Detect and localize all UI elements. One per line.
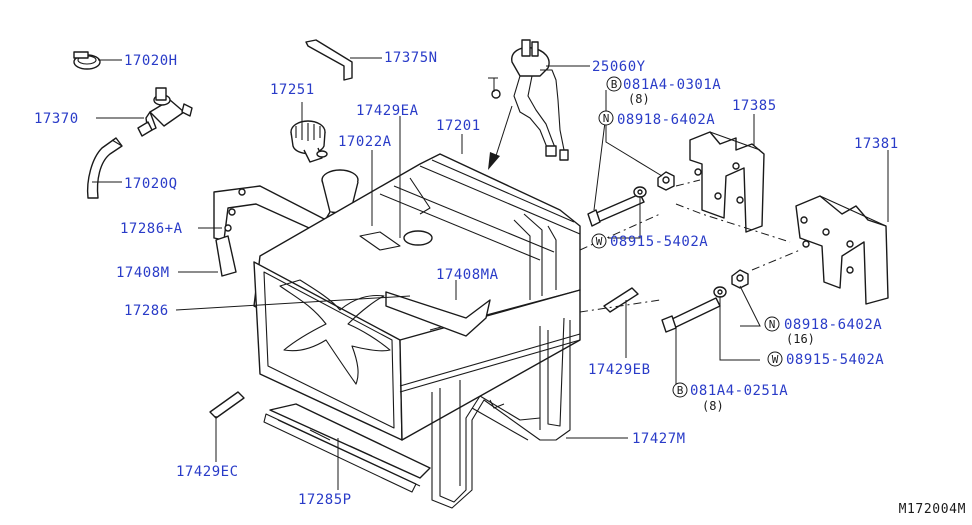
fuel-sender-unit-part	[488, 39, 569, 161]
insulator-17408ma-part	[385, 291, 491, 337]
label-17020h: 17020H	[124, 53, 178, 69]
svg-text:N: N	[769, 318, 776, 331]
washer-prefix-symbol: W	[591, 233, 607, 249]
svg-text:W: W	[772, 353, 779, 366]
label-17251: 17251	[270, 82, 315, 98]
label-17385: 17385	[732, 98, 777, 114]
fuel-tank-part	[253, 153, 581, 441]
alignment-lines	[579, 179, 801, 313]
label-17408ma: 17408MA	[436, 267, 499, 283]
pin-17429ec-part	[209, 391, 245, 419]
hose-clamp-part	[73, 51, 101, 70]
tank-strap-part	[431, 317, 571, 509]
label-25060y: 25060Y	[592, 59, 646, 75]
lower-bolt-part	[661, 269, 749, 333]
qty-8-upper: (8)	[628, 92, 650, 106]
pin-17429eb-part	[603, 287, 639, 313]
insulator-17408m-part	[215, 235, 237, 277]
label-17201: 17201	[436, 118, 481, 134]
label-08915-5402a: 08915-5402A	[610, 234, 708, 250]
washer-prefix-symbol-2: W	[767, 351, 783, 367]
mount-bracket-17385-part	[689, 131, 765, 233]
leader-lines	[92, 57, 889, 490]
label-17381: 17381	[854, 136, 899, 152]
svg-text:N: N	[603, 112, 610, 125]
label-17429ec: 17429EC	[176, 464, 239, 480]
label-08915-5402a-lower: 08915-5402A	[786, 352, 884, 368]
side-bracket-part	[213, 185, 331, 241]
small-bracket-part	[305, 39, 353, 81]
label-17286: 17286	[124, 303, 169, 319]
nut-prefix-symbol: N	[598, 110, 614, 126]
label-081a4-0251a: 081A4-0251A	[690, 383, 788, 399]
mount-bracket-17381-part	[795, 195, 889, 305]
label-17429ea: 17429EA	[356, 103, 419, 119]
label-17375n: 17375N	[384, 50, 438, 66]
svg-text:W: W	[596, 235, 603, 248]
bolt-prefix-symbol-2: B	[672, 382, 688, 398]
svg-text:B: B	[677, 384, 684, 397]
label-081a4-0301a: 081A4-0301A	[623, 77, 721, 93]
label-17427m: 17427M	[632, 431, 686, 447]
bolt-prefix-symbol: B	[606, 76, 622, 92]
bottom-protector-part	[263, 403, 431, 493]
label-17022a: 17022A	[338, 134, 392, 150]
label-08918-6402a: 08918-6402A	[617, 112, 715, 128]
filler-cap-part	[290, 120, 328, 163]
label-17429eb: 17429EB	[588, 362, 651, 378]
svg-text:B: B	[611, 78, 618, 91]
label-17408m: 17408M	[116, 265, 170, 281]
label-17370: 17370	[34, 111, 79, 127]
label-08918-6402a-lower: 08918-6402A	[784, 317, 882, 333]
vent-hose-part	[86, 137, 123, 199]
vent-valve-part	[137, 87, 193, 137]
label-17286-a: 17286+A	[120, 221, 183, 237]
qty-16: (16)	[786, 332, 815, 346]
qty-8-lower: (8)	[702, 399, 724, 413]
install-arrow	[488, 105, 513, 170]
label-17285p: 17285P	[298, 492, 352, 508]
upper-bolt-part	[587, 171, 675, 227]
label-17020q: 17020Q	[124, 176, 178, 192]
diagram-reference-code: M172004M	[899, 502, 966, 517]
nut-prefix-symbol-2: N	[764, 316, 780, 332]
